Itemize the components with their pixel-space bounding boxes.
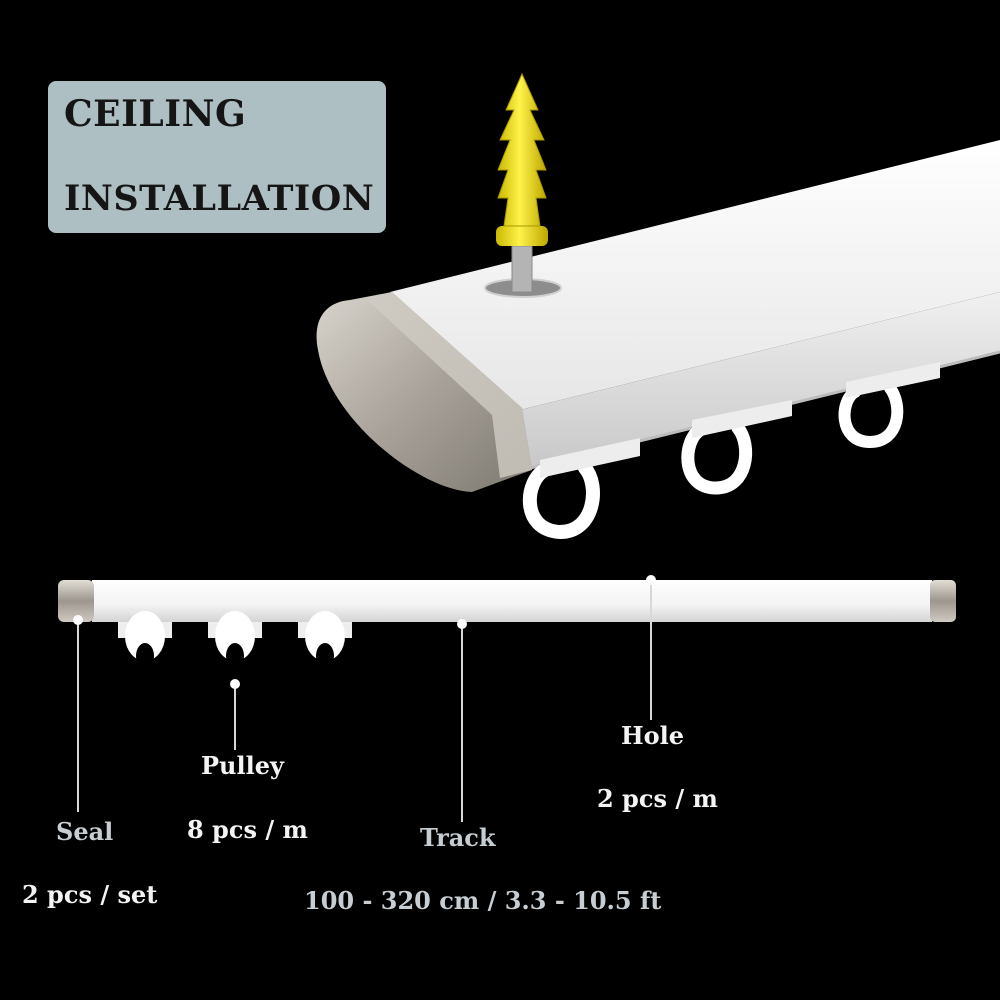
pulley-hook-icon bbox=[118, 611, 172, 669]
badge-line-2: INSTALLATION bbox=[64, 178, 375, 219]
pulley-label: Pulley bbox=[201, 751, 284, 780]
pulley-hook-icon bbox=[208, 611, 262, 669]
track-label: Track bbox=[420, 823, 496, 852]
screw-icon bbox=[511, 245, 533, 293]
track-diagram bbox=[58, 575, 956, 822]
end-cap-right bbox=[930, 580, 956, 622]
track-length: 100 - 320 cm / 3.3 - 10.5 ft bbox=[304, 886, 662, 915]
seal-label: Seal bbox=[56, 817, 114, 846]
badge-line-1: CEILING bbox=[64, 93, 247, 135]
pulley-quantity: 8 pcs / m bbox=[187, 815, 308, 844]
hole-label: Hole bbox=[621, 721, 685, 750]
end-cap-icon bbox=[316, 292, 532, 492]
hole-quantity: 2 pcs / m bbox=[597, 784, 718, 813]
track-bar bbox=[92, 580, 932, 622]
installation-badge: CEILING INSTALLATION bbox=[48, 81, 386, 233]
track-front-face bbox=[520, 292, 1000, 468]
end-cap-left bbox=[58, 580, 94, 622]
pulley-hook-icon bbox=[522, 362, 940, 540]
wall-anchor-icon bbox=[496, 72, 548, 246]
pulley-hook-icon bbox=[298, 611, 352, 669]
track-closeup bbox=[316, 72, 1000, 540]
seal-quantity: 2 pcs / set bbox=[22, 880, 158, 909]
track-top-face bbox=[390, 140, 1000, 410]
